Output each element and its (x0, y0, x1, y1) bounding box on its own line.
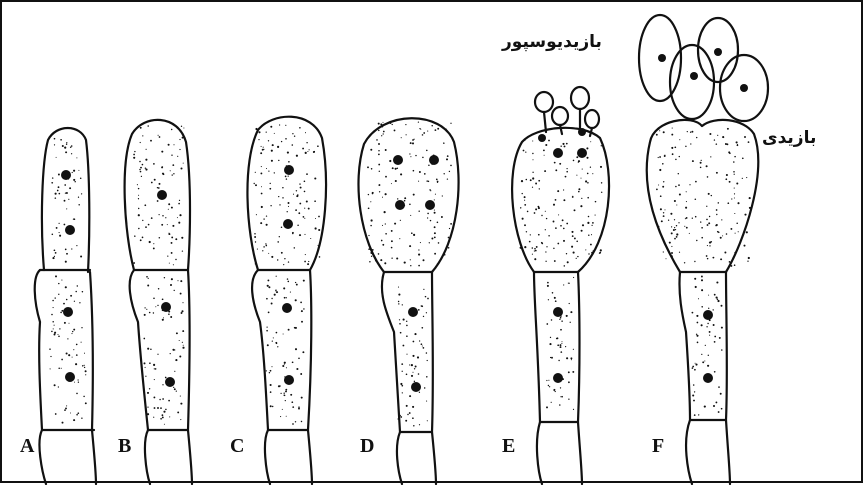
stage-b-hypha (125, 120, 192, 484)
stage-a-hypha (35, 128, 96, 484)
stage-label-f: F (652, 436, 664, 456)
stage-b-nuclei (157, 190, 175, 387)
stage-label-a: A (20, 436, 34, 456)
stage-label-d: D (360, 436, 374, 456)
stage-c-nuclei (282, 165, 294, 385)
stage-a-nuclei (61, 170, 75, 382)
stage-f-basidiospores (639, 15, 768, 121)
basidiospore-label: بازیدیوسپور (502, 34, 602, 51)
stage-label-b: B (118, 436, 131, 456)
basidium-label: بازیدی (762, 130, 816, 147)
stage-e-hypha (512, 128, 609, 484)
stage-label-c: C (230, 436, 244, 456)
stage-d-hypha (358, 118, 458, 484)
stage-f-hypha (647, 120, 758, 484)
stage-label-e: E (502, 436, 515, 456)
